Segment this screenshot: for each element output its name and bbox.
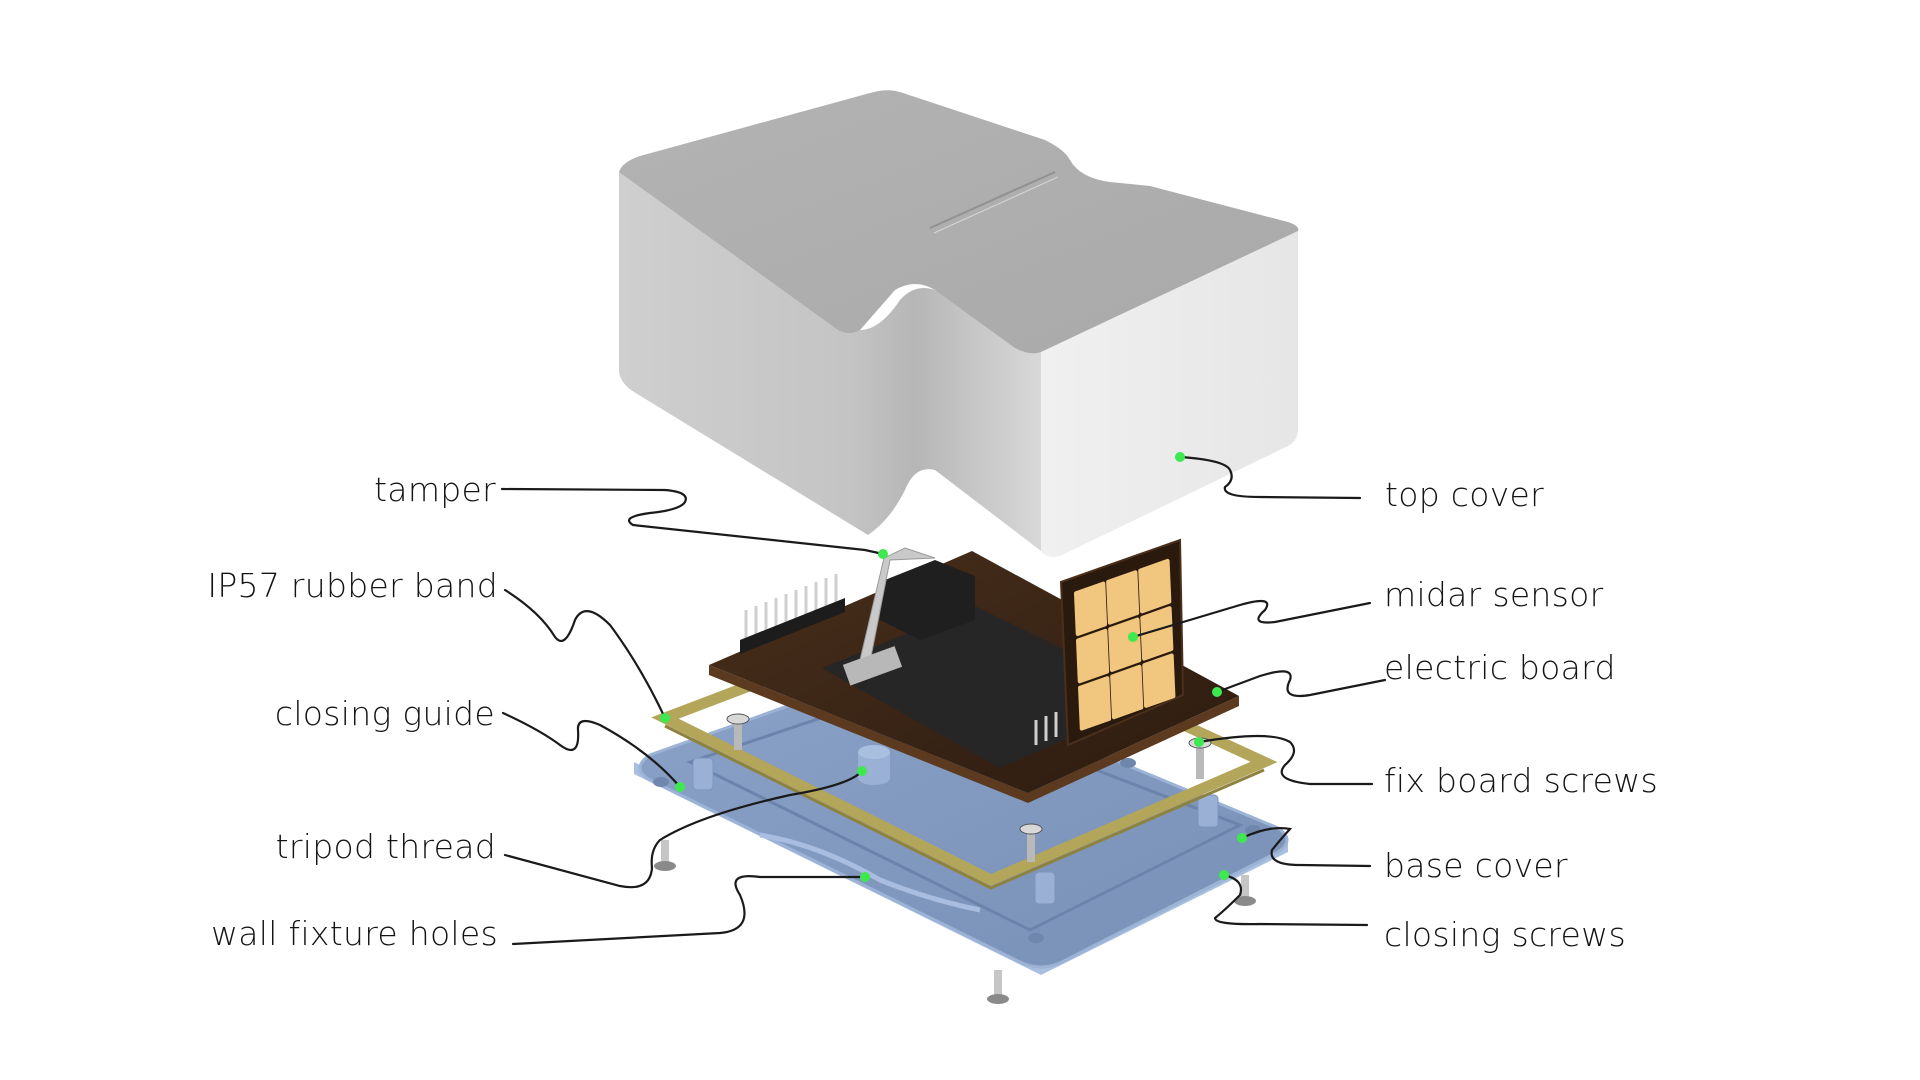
label-closing-screws: closing screws [1384,915,1626,954]
top-cover-right-face [1041,231,1298,558]
leader-closing-screws [1213,873,1369,927]
tripod-thread-boss [858,745,890,785]
leader-wall-fixture-holes [511,875,867,946]
top-cover-left-face [619,172,1041,551]
wall-fixture-hole [1120,758,1136,768]
wall-fixture-hole [653,777,669,787]
closing-screw [654,840,676,871]
closing-screw [987,970,1009,1004]
electric-board-edge [709,665,1239,803]
callout-dot-tripod-thread [857,766,867,776]
leader-fix-board-screws [1197,734,1374,786]
shield-can [822,606,1075,768]
sensor-pad [1073,581,1108,637]
wall-fixture-hole [1028,933,1044,943]
midar-sensor-pads [1073,558,1176,731]
callout-dot-electric-board [1212,687,1222,697]
callout-dot-ip57-rubber-band [660,713,670,723]
closing-screw [1234,875,1256,906]
label-tamper: tamper [374,470,496,509]
connector-block [880,560,975,640]
midar-sensor-part [1059,538,1185,747]
leader-electric-board [1215,670,1387,698]
sensor-pad [1142,653,1176,708]
callout-dot-base-cover [1237,833,1247,843]
callout-dot-fix-board-screws [1194,737,1204,747]
sensor-pad [1106,570,1140,625]
sensor-pad [1108,617,1142,672]
label-base-cover: base cover [1384,846,1568,885]
base-cover-wall-groove [759,832,981,913]
callout-dot-tamper [878,549,888,559]
leader-base-cover [1240,826,1372,868]
pin-header [744,574,1058,745]
top-cover-part [619,90,1299,558]
callout-dot-midar-sensor [1128,632,1138,642]
sensor-pad [1138,558,1172,614]
sensor-pad [1076,628,1110,684]
leader-tamper [500,487,885,556]
sensor-pad [1078,676,1112,731]
tamper-switch-body [842,646,903,686]
callout-dot-wall-fixture-holes [860,872,870,882]
leader-lines [500,455,1387,946]
leader-tripod-thread [503,769,864,889]
pin-header-base [740,598,845,654]
fix-board-screw [726,713,750,750]
label-top-cover: top cover [1385,475,1544,514]
sensor-pad [1140,606,1174,661]
callout-dot-closing-guide [675,782,685,792]
fix-board-screw [1019,823,1043,862]
leader-ip57-rubber-band [503,588,667,720]
label-closing-guide: closing guide [274,694,495,733]
sensor-pad [1110,664,1144,720]
label-tripod-thread: tripod thread [275,827,496,866]
leader-midar-sensor [1131,599,1372,639]
callout-dot-top-cover [1175,452,1185,462]
leader-top-cover [1178,455,1362,500]
callout-dot-closing-screws [1219,870,1229,880]
label-ip57-rubber-band: IP57 rubber band [207,566,498,605]
closing-guide-posts [692,757,1219,905]
callout-dots [660,452,1247,882]
label-midar-sensor: midar sensor [1384,575,1604,614]
embossed-logo [929,171,1059,234]
label-electric-board: electric board [1384,648,1616,687]
label-wall-fixture-holes: wall fixture holes [210,914,498,953]
label-fix-board-screws: fix board screws [1384,761,1659,800]
electric-board-part [709,547,1239,803]
leader-closing-guide [501,711,682,789]
